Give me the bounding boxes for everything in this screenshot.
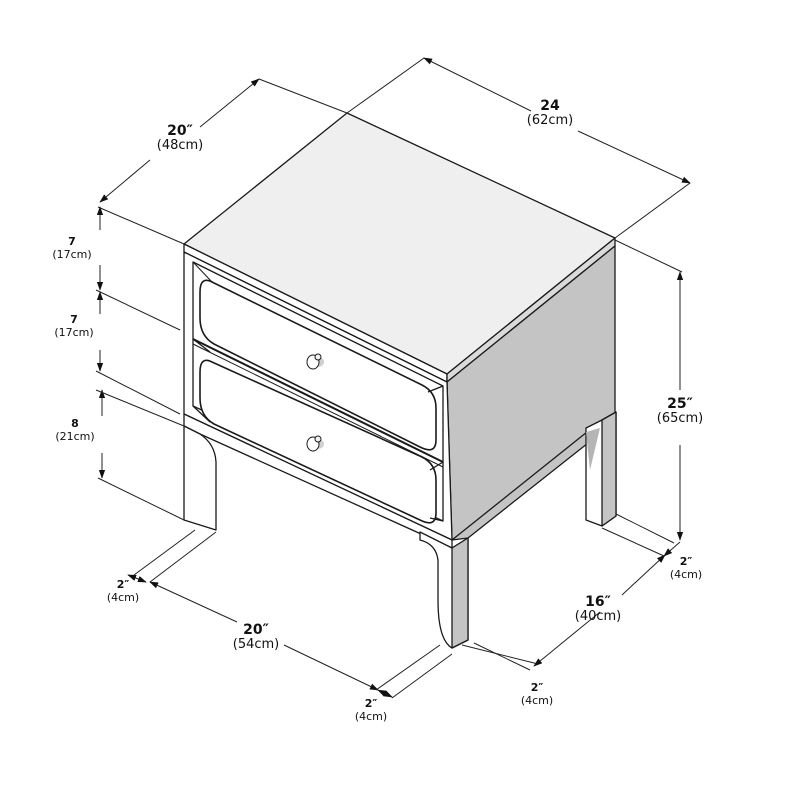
nightstand xyxy=(183,112,617,649)
dim-depth-top: 20″ (48cm) xyxy=(156,123,204,154)
dim-leg-side: 2″ (4cm) xyxy=(669,555,703,581)
dim-drawer-bottom: 7 (17cm) xyxy=(54,313,94,339)
dimension-lines xyxy=(95,57,691,699)
dim-span-front: 20″ (54cm) xyxy=(232,622,280,653)
dim-height-total: 25″ (65cm) xyxy=(656,396,704,427)
dim-base-height: 8 (21cm) xyxy=(55,417,95,443)
knobs xyxy=(306,353,324,452)
dim-span-side: 16″ (40cm) xyxy=(574,594,622,625)
knob-bottom-drawer-icon xyxy=(306,435,324,452)
dim-drawer-top: 7 (17cm) xyxy=(52,235,92,261)
dim-width-top: 24 (62cm) xyxy=(526,98,574,129)
dim-leg-right-front: 2″ (4cm) xyxy=(354,697,388,723)
front-apron xyxy=(183,413,453,549)
knob-top-drawer-icon xyxy=(306,353,324,370)
dim-leg-left-front: 2″ (4cm) xyxy=(106,578,140,604)
dim-leg-right-back: 2″ (4cm) xyxy=(520,681,554,707)
leg-left-front xyxy=(183,425,217,531)
